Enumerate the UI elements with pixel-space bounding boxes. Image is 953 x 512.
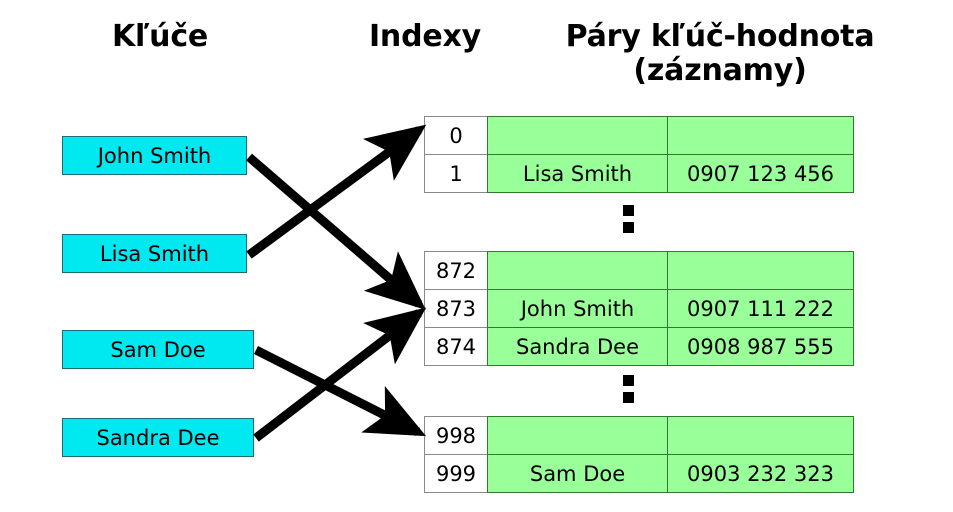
table-row[interactable]: 874 Sandra Dee 0908 987 555 (424, 327, 854, 366)
cell-key: Sam Doe (487, 454, 668, 493)
table-row[interactable]: 872 (424, 251, 854, 290)
ellipsis-dot (623, 392, 634, 403)
ellipsis-dot (623, 222, 634, 233)
table-row[interactable]: 1 Lisa Smith 0907 123 456 (424, 154, 854, 193)
cell-value: 0908 987 555 (667, 327, 854, 366)
table-row[interactable]: 999 Sam Doe 0903 232 323 (424, 454, 854, 493)
hash-table-block-last: 998 999 Sam Doe 0903 232 323 (424, 416, 854, 493)
arrow-lisa-smith-to-1 (246, 124, 427, 259)
cell-key (487, 116, 668, 155)
table-row[interactable]: 0 (424, 116, 854, 155)
cell-index: 873 (424, 289, 488, 328)
hash-table-block-middle: 872 873 John Smith 0907 111 222 874 Sand… (424, 251, 854, 366)
cell-value: 0907 111 222 (667, 289, 854, 328)
cell-key (487, 251, 668, 290)
column-heading-pairs-line2: (záznamy) (633, 52, 807, 88)
cell-value (667, 416, 854, 455)
column-heading-indexes: Indexy (368, 19, 482, 54)
ellipsis-dot (623, 375, 634, 386)
table-row[interactable]: 998 (424, 416, 854, 455)
key-box-sandra-dee[interactable]: Sandra Dee (62, 418, 254, 457)
key-box-sam-doe[interactable]: Sam Doe (62, 330, 254, 369)
cell-value: 0903 232 323 (667, 454, 854, 493)
cell-index: 1 (424, 154, 488, 193)
cell-key: Sandra Dee (487, 327, 668, 366)
cell-index: 998 (424, 416, 488, 455)
cell-key: Lisa Smith (487, 154, 668, 193)
cell-index: 999 (424, 454, 488, 493)
cell-value (667, 251, 854, 290)
cell-key: John Smith (487, 289, 668, 328)
vertical-ellipsis-icon (623, 375, 635, 409)
cell-index: 874 (424, 327, 488, 366)
cell-index: 0 (424, 116, 488, 155)
cell-value (667, 116, 854, 155)
cell-key (487, 416, 668, 455)
key-box-john-smith[interactable]: John Smith (62, 136, 247, 175)
column-heading-keys: Kľúče (111, 19, 209, 54)
cell-index: 872 (424, 251, 488, 290)
hash-table-block-first: 0 1 Lisa Smith 0907 123 456 (424, 116, 854, 193)
table-row[interactable]: 873 John Smith 0907 111 222 (424, 289, 854, 328)
key-box-lisa-smith[interactable]: Lisa Smith (62, 234, 247, 273)
vertical-ellipsis-icon (623, 205, 635, 239)
arrow-sandra-dee-to-873 (253, 307, 427, 442)
arrow-sam-doe-to-998 (253, 345, 427, 437)
ellipsis-dot (623, 205, 634, 216)
column-heading-pairs-line1: Páry kľúč-hodnota (565, 19, 875, 54)
arrow-john-smith-to-873 (246, 153, 426, 310)
cell-value: 0907 123 456 (667, 154, 854, 193)
column-heading-pairs: Páry kľúč-hodnota (záznamy) (520, 20, 920, 87)
